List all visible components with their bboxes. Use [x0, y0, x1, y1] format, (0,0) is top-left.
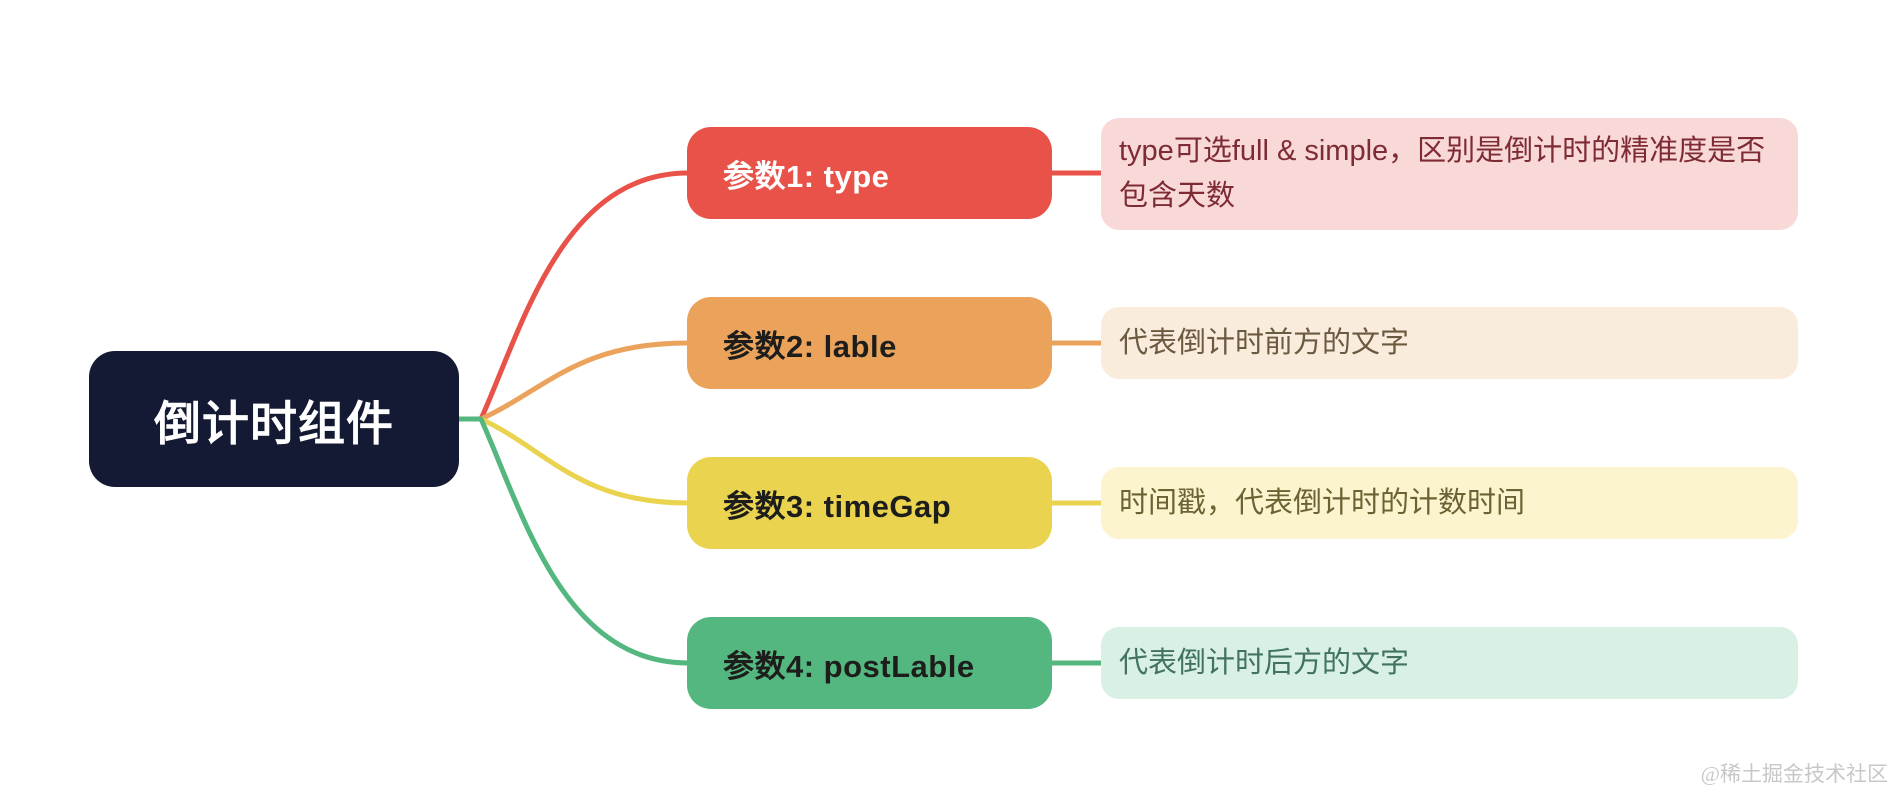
root-node-label: 倒计时组件 — [154, 396, 394, 450]
desc-box-param3-timegap: 时间戳，代表倒计时的计数时间 — [1101, 467, 1798, 539]
branch-node-label: 参数2: lable — [723, 328, 897, 364]
branch-node-label: 参数4: postLable — [723, 648, 975, 684]
desc-box-param1-type: type可选full & simple，区别是倒计时的精准度是否包含天数 — [1101, 118, 1798, 230]
desc-box-param2-lable: 代表倒计时前方的文字 — [1101, 307, 1798, 379]
edge-branch-timegap — [478, 416, 691, 506]
desc-text: 时间戳，代表倒计时的计数时间 — [1119, 486, 1526, 519]
desc-text: 代表倒计时前方的文字 — [1119, 326, 1410, 359]
desc-text: type可选full & simple，区别是倒计时的精准度是否包含天数 — [1119, 135, 1766, 212]
branch-node-label: 参数1: type — [723, 158, 890, 194]
branch-node-param4-postlable: 参数4: postLable — [687, 617, 1052, 709]
watermark-juejin-community: @稀土掘金技术社区 — [1700, 762, 1888, 786]
branch-node-param2-lable: 参数2: lable — [687, 297, 1052, 389]
branch-node-label: 参数3: timeGap — [723, 488, 952, 524]
edge-branch-type — [478, 170, 691, 422]
desc-box-param4-postlable: 代表倒计时后方的文字 — [1101, 627, 1798, 699]
edge-branch-lable — [478, 340, 691, 422]
desc-text: 代表倒计时后方的文字 — [1119, 646, 1410, 679]
branch-node-param3-timegap: 参数3: timeGap — [687, 457, 1052, 549]
root-node-countdown-component: 倒计时组件 — [89, 351, 459, 487]
branch-node-param1-type: 参数1: type — [687, 127, 1052, 219]
edge-branch-postlable — [478, 416, 691, 666]
